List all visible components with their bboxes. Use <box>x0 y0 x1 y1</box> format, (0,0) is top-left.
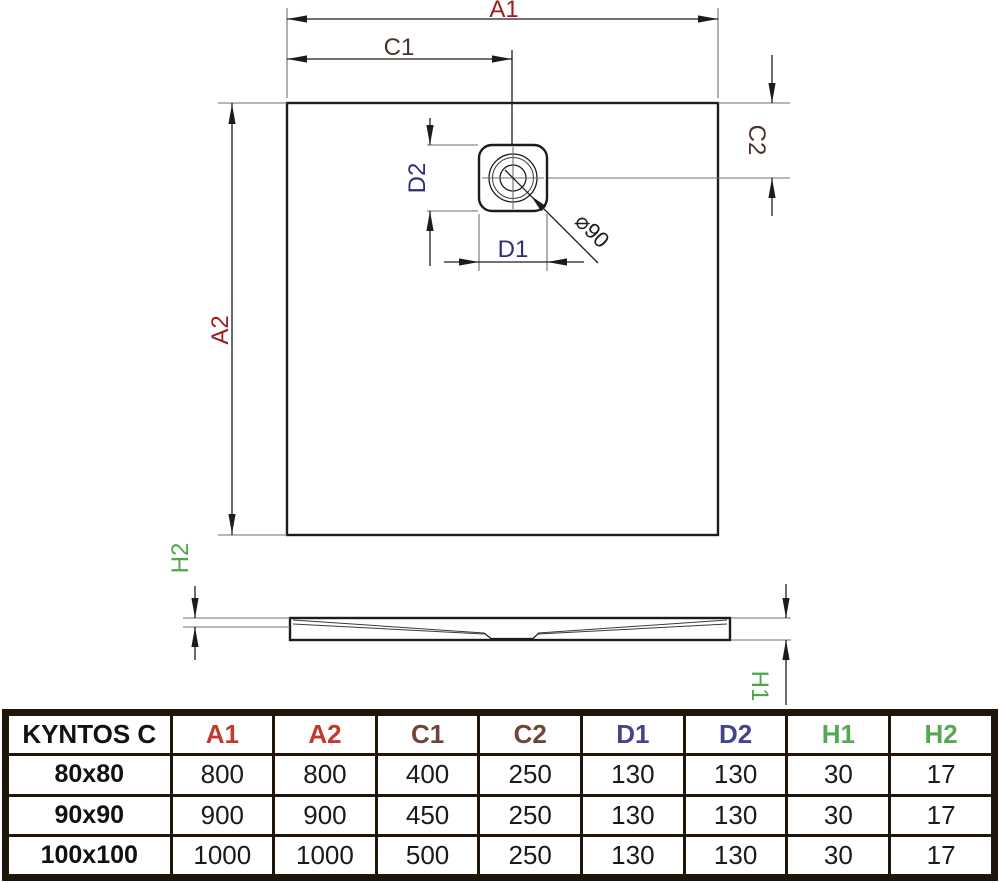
table-header-h1: H1 <box>785 712 892 757</box>
dim-a1: A1 <box>286 0 719 98</box>
dim-label-c2: C2 <box>743 125 770 156</box>
cell-c2: 250 <box>477 753 583 797</box>
cell-c1: 400 <box>374 753 481 797</box>
dim-h2: H2 <box>167 543 290 660</box>
cell-a1: 900 <box>169 793 276 837</box>
cell-h1: 30 <box>785 793 892 837</box>
table-header-a2: A2 <box>272 712 378 757</box>
dim-label-d1: D1 <box>498 236 529 263</box>
cell-a1: 800 <box>169 753 276 797</box>
cell-a2: 800 <box>272 753 378 797</box>
table-header-h2: H2 <box>888 712 994 757</box>
drain-top-view <box>477 50 549 213</box>
table-header-series: KYNTOS C <box>6 712 173 757</box>
table-header-a1: A1 <box>169 712 276 757</box>
cell-c1: 450 <box>374 793 481 837</box>
row-size-label: 90x90 <box>6 793 173 837</box>
spec-table-wrapper: KYNTOS C A1 A2 C1 C2 D1 D2 H1 H2 80x80 8… <box>2 709 998 881</box>
cell-a2: 900 <box>272 793 378 837</box>
row-size-label: 80x80 <box>6 753 173 797</box>
dim-d1: D1 <box>444 214 584 271</box>
tray-outline <box>285 101 720 537</box>
cell-c2: 250 <box>477 793 583 837</box>
dim-label-a2: A2 <box>207 315 234 344</box>
tray-side-outline <box>288 616 732 642</box>
table-header-d1: D1 <box>580 712 686 757</box>
cell-d2: 130 <box>682 833 789 878</box>
table-header-row: KYNTOS C A1 A2 C1 C2 D1 D2 H1 H2 <box>6 712 994 757</box>
dim-c2: C2 <box>548 55 790 216</box>
dim-label-drain-diameter: ⌀90 <box>570 209 614 253</box>
table-row-80x80: 80x80 800 800 400 250 130 130 30 17 <box>6 753 994 797</box>
dim-label-c1: C1 <box>384 34 415 61</box>
cell-a1: 1000 <box>169 833 276 878</box>
cell-h1: 30 <box>785 753 892 797</box>
drain-recess-profile <box>483 632 540 640</box>
table-header-d2: D2 <box>682 712 789 757</box>
cell-c1: 500 <box>374 833 481 878</box>
spec-table: KYNTOS C A1 A2 C1 C2 D1 D2 H1 H2 80x80 8… <box>6 712 994 878</box>
dim-label-d2: D2 <box>404 163 431 194</box>
cell-d1: 130 <box>580 833 686 878</box>
dim-a2: A2 <box>207 102 287 536</box>
cell-h2: 17 <box>888 753 994 797</box>
dim-c1: C1 <box>287 34 512 63</box>
table-header-c2: C2 <box>477 712 583 757</box>
cell-d2: 130 <box>682 793 789 837</box>
tray-top-view <box>285 101 720 537</box>
drain-cover-square <box>477 143 549 213</box>
cell-h2: 17 <box>888 793 994 837</box>
cell-a2: 1000 <box>272 833 378 878</box>
dim-h1: H1 <box>731 584 791 705</box>
cell-h1: 30 <box>785 833 892 878</box>
tray-side-view <box>288 616 732 642</box>
row-size-label: 100x100 <box>6 833 173 878</box>
dim-label-h2: H2 <box>167 543 194 574</box>
cell-d2: 130 <box>682 753 789 797</box>
cell-h2: 17 <box>888 833 994 878</box>
table-row-90x90: 90x90 900 900 450 250 130 130 30 17 <box>6 793 994 837</box>
dim-label-a1: A1 <box>489 0 518 23</box>
technical-drawing: A1 C1 A2 C2 <box>167 0 791 705</box>
dim-label-h1: H1 <box>746 671 773 702</box>
cell-d1: 130 <box>580 753 686 797</box>
cell-c2: 250 <box>477 833 583 878</box>
table-header-c1: C1 <box>374 712 481 757</box>
cell-d1: 130 <box>580 793 686 837</box>
table-row-100x100: 100x100 1000 1000 500 250 130 130 30 17 <box>6 833 994 878</box>
dim-d2: D2 <box>404 118 478 266</box>
